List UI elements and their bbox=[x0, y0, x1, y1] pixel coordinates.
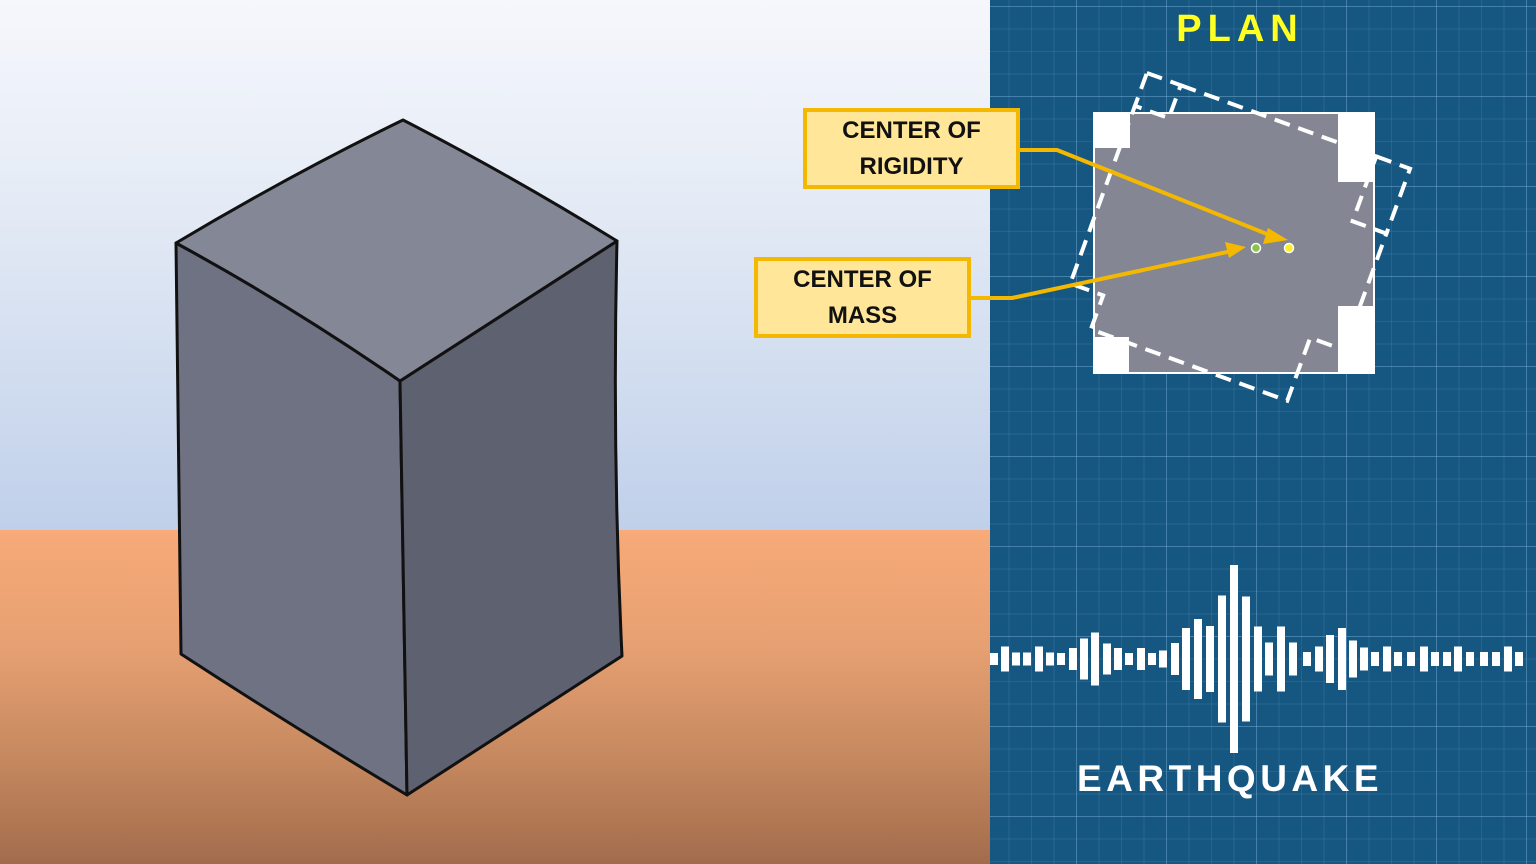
waveform-bar bbox=[1315, 646, 1323, 672]
mass-arrowhead-icon bbox=[1225, 242, 1246, 258]
waveform-bar bbox=[990, 653, 998, 665]
waveform-bar bbox=[1254, 626, 1262, 692]
waveform-bar bbox=[1394, 652, 1402, 666]
waveform-bar bbox=[1137, 648, 1145, 670]
center-of-mass-marker bbox=[1250, 242, 1262, 254]
waveform-bar bbox=[1046, 652, 1054, 666]
rotated-plan-outline bbox=[1067, 70, 1413, 404]
center-of-mass-line2: MASS bbox=[827, 301, 898, 329]
center-of-rigidity-line1: CENTER OF bbox=[842, 116, 981, 144]
waveform-bar bbox=[1069, 648, 1077, 670]
building-illustration bbox=[174, 118, 624, 797]
waveform-bar bbox=[1125, 653, 1133, 665]
plan-title: PLAN bbox=[1176, 8, 1304, 50]
waveform-bar bbox=[1277, 626, 1285, 692]
waveform-bar bbox=[1194, 619, 1202, 699]
waveform-bar bbox=[1383, 646, 1391, 672]
waveform-bar bbox=[1023, 652, 1031, 666]
waveform-bar bbox=[1230, 565, 1238, 753]
waveform-bar bbox=[1148, 653, 1156, 665]
waveform-bar bbox=[1035, 646, 1043, 672]
waveform-bar bbox=[1326, 635, 1334, 683]
waveform-bar bbox=[1515, 652, 1523, 666]
plan-slab bbox=[1093, 112, 1375, 374]
waveform-bar bbox=[1443, 652, 1451, 666]
waveform-bar bbox=[1504, 646, 1512, 672]
waveform-bar bbox=[1420, 646, 1428, 672]
waveform-bar bbox=[1218, 595, 1226, 723]
mass-leader-line bbox=[970, 249, 1233, 300]
center-of-rigidity-label: CENTER OF RIGIDITY bbox=[803, 108, 1020, 189]
waveform-bar bbox=[1103, 643, 1111, 675]
waveform-bar bbox=[1265, 642, 1273, 676]
waveform-bar bbox=[1349, 640, 1357, 678]
waveform-bar bbox=[1206, 626, 1214, 692]
waveform-bar bbox=[1338, 628, 1346, 690]
rigidity-arrowhead-icon bbox=[1263, 228, 1288, 244]
waveform-bar bbox=[1289, 642, 1297, 676]
center-of-mass-line1: CENTER OF bbox=[793, 265, 932, 293]
waveform-bar bbox=[1454, 646, 1462, 672]
waveform-bar bbox=[1080, 638, 1088, 680]
building-top-face bbox=[174, 118, 619, 383]
waveform-bar bbox=[1303, 652, 1311, 666]
waveform-bar bbox=[1012, 652, 1020, 666]
waveform-bar bbox=[1431, 652, 1439, 666]
waveform-bar bbox=[1480, 652, 1488, 666]
waveform-bar bbox=[1360, 647, 1368, 671]
waveform-bar bbox=[1466, 652, 1474, 666]
waveform-bar bbox=[1091, 632, 1099, 686]
earthquake-label: EARTHQUAKE bbox=[1076, 758, 1384, 799]
earthquake-waveform bbox=[990, 565, 1523, 753]
waveform-bar bbox=[1371, 652, 1379, 666]
waveform-bar bbox=[1407, 652, 1415, 666]
waveform-bar bbox=[1492, 652, 1500, 666]
waveform-bar bbox=[1242, 596, 1250, 722]
center-of-rigidity-marker bbox=[1283, 242, 1295, 254]
rigidity-leader-line bbox=[1019, 148, 1273, 238]
waveform-bar bbox=[1171, 643, 1179, 675]
waveform-bar bbox=[1001, 646, 1009, 672]
waveform-bar bbox=[1159, 650, 1167, 668]
waveform-bar bbox=[1114, 648, 1122, 670]
waveform-bar bbox=[1057, 653, 1065, 665]
center-of-mass-label: CENTER OF MASS bbox=[754, 257, 971, 338]
waveform-bar bbox=[1182, 628, 1190, 690]
center-of-rigidity-line2: RIGIDITY bbox=[859, 152, 964, 180]
